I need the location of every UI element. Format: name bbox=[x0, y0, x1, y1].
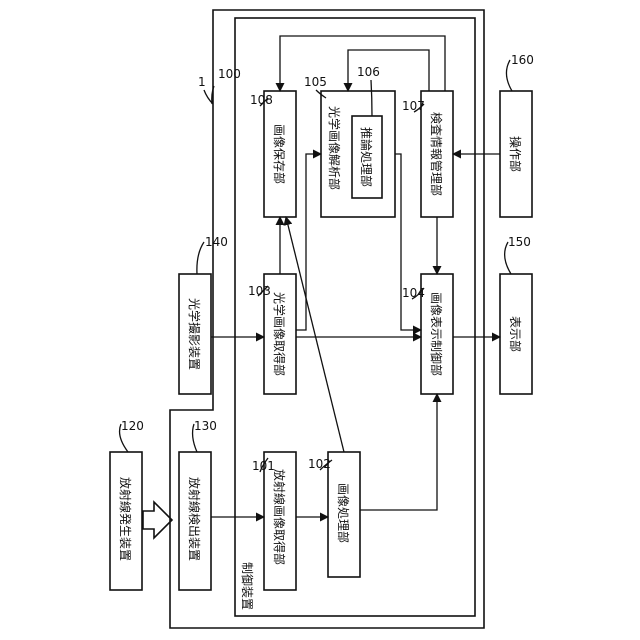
numeral-103: 103 bbox=[248, 284, 271, 298]
block-140: 光学撮影装置 bbox=[179, 274, 211, 394]
svg-text:操作部: 操作部 bbox=[508, 136, 523, 172]
numeral-101: 101 bbox=[252, 458, 275, 473]
block-160: 操作部 bbox=[500, 91, 532, 217]
housing-number: 100 bbox=[218, 67, 241, 81]
svg-text:150: 150 bbox=[508, 235, 531, 249]
control-device-label: 制御装置 bbox=[240, 562, 255, 610]
radiation-arrow bbox=[143, 502, 172, 538]
numeral-107: 107 bbox=[402, 99, 425, 113]
svg-text:画像表示制御部: 画像表示制御部 bbox=[429, 292, 444, 376]
numeral-120: 120 bbox=[120, 419, 144, 452]
block-120: 放射線発生装置 bbox=[110, 452, 142, 590]
svg-text:光学撮影装置: 光学撮影装置 bbox=[187, 298, 202, 370]
numeral-102: 102 bbox=[308, 457, 332, 471]
svg-text:放射線検出装置: 放射線検出装置 bbox=[187, 477, 202, 561]
numeral-150: 150 bbox=[505, 235, 531, 274]
svg-text:画像処理部: 画像処理部 bbox=[336, 483, 351, 543]
block-102: 画像処理部 bbox=[328, 452, 360, 577]
svg-text:光学画像取得部: 光学画像取得部 bbox=[272, 292, 287, 376]
svg-text:光学画像解析部: 光学画像解析部 bbox=[327, 106, 342, 190]
numeral-130: 130 bbox=[193, 419, 217, 452]
block-150: 表示部 bbox=[500, 274, 532, 394]
block-130: 放射線検出装置 bbox=[179, 452, 211, 590]
numeral-160: 160 bbox=[506, 53, 533, 91]
svg-text:160: 160 bbox=[511, 53, 534, 67]
svg-text:放射線画像取得部: 放射線画像取得部 bbox=[272, 469, 287, 565]
svg-text:表示部: 表示部 bbox=[508, 316, 523, 352]
svg-text:105: 105 bbox=[304, 75, 327, 89]
numeral-104: 104 bbox=[402, 286, 425, 300]
svg-text:推論処理部: 推論処理部 bbox=[359, 127, 374, 187]
block-108: 画像保存部 bbox=[264, 91, 296, 217]
svg-text:130: 130 bbox=[194, 419, 217, 433]
system-number: 1 bbox=[198, 75, 206, 89]
svg-text:106: 106 bbox=[357, 65, 380, 79]
svg-text:画像保存部: 画像保存部 bbox=[272, 124, 287, 184]
svg-text:検査情報管理部: 検査情報管理部 bbox=[429, 112, 444, 196]
svg-text:放射線発生装置: 放射線発生装置 bbox=[118, 477, 133, 561]
numeral-108: 108 bbox=[250, 93, 273, 107]
svg-text:120: 120 bbox=[121, 419, 144, 433]
svg-text:140: 140 bbox=[205, 235, 228, 249]
block-106: 推論処理部 bbox=[352, 116, 382, 198]
block-107: 検査情報管理部 bbox=[421, 91, 453, 217]
block-104: 画像表示制御部 bbox=[421, 274, 453, 394]
